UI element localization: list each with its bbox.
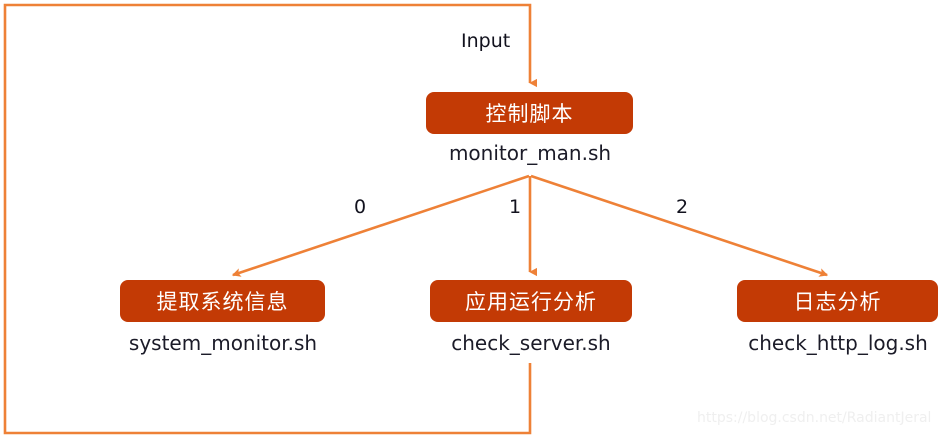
- edge-feedback-loop: [3, 3, 537, 435]
- watermark-text: https://blog.csdn.net/RadiantJeral: [697, 410, 932, 426]
- edge-control-to-logana: [530, 174, 829, 277]
- edge-control-to-sysinfo: [231, 174, 530, 277]
- node-app-runtime-analysis[interactable]: 应用运行分析: [430, 280, 632, 322]
- node-log-analysis-caption: check_http_log.sh: [748, 331, 928, 355]
- node-app-runtime-analysis-caption: check_server.sh: [451, 331, 611, 355]
- node-system-info[interactable]: 提取系统信息: [120, 280, 325, 322]
- edge-label-input: Input: [461, 30, 511, 52]
- edge-label-1: 1: [509, 196, 522, 218]
- edge-label-0: 0: [354, 196, 367, 218]
- node-system-info-caption: system_monitor.sh: [128, 331, 318, 355]
- node-control-script-caption: monitor_man.sh: [448, 141, 612, 165]
- node-log-analysis[interactable]: 日志分析: [737, 280, 938, 322]
- edge-label-2: 2: [676, 196, 689, 218]
- node-control-script[interactable]: 控制脚本: [426, 92, 633, 134]
